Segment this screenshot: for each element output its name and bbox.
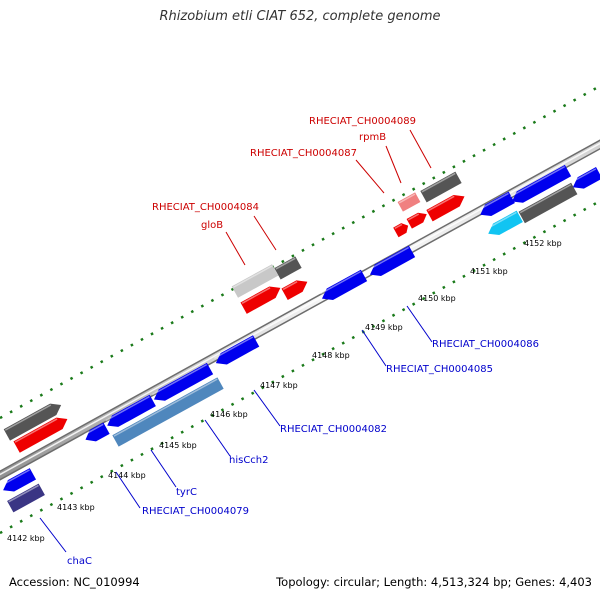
label-leader [361, 329, 387, 367]
accession-text: Accession: NC_010994 [9, 575, 140, 589]
tick-label: 4152 kbp [524, 239, 562, 248]
tick-labels: 4142 kbp 4143 kbp 4144 kbp 4145 kbp 4146… [7, 239, 562, 543]
gene-label-rpmb[interactable]: rpmB [359, 132, 386, 143]
tick-label: 4147 kbp [260, 381, 298, 390]
lower-gene-labels: chaC RHECIAT_CH0004079 tyrC hisCch2 RHEC… [39, 305, 539, 567]
upper-tick-line [0, 84, 600, 420]
tick-label: 4150 kbp [418, 294, 456, 303]
tick-label: 4142 kbp [7, 534, 45, 543]
gene-label-rheciat-ch0004087[interactable]: RHECIAT_CH0004087 [250, 148, 357, 159]
lower-tick-line [0, 199, 600, 535]
reverse-gene[interactable] [477, 191, 515, 221]
gene-label-hiscch2[interactable]: hisCch2 [229, 455, 269, 466]
reverse-gene[interactable] [319, 269, 368, 305]
reverse-gene[interactable] [570, 167, 600, 193]
gene-label-rheciat-ch0004079[interactable]: RHECIAT_CH0004079 [142, 506, 249, 517]
label-leader [253, 389, 281, 427]
reverse-gene[interactable] [104, 394, 156, 432]
label-leader [409, 129, 432, 169]
tick-label: 4143 kbp [57, 503, 95, 512]
gene-label-chac[interactable]: chaC [67, 556, 92, 567]
gene-label-rheciat-ch0004085[interactable]: RHECIAT_CH0004085 [386, 364, 493, 375]
gene-label-rheciat-ch0004084[interactable]: RHECIAT_CH0004084 [152, 202, 259, 213]
label-leader [253, 215, 277, 251]
gene-label-rheciat-ch0004082[interactable]: RHECIAT_CH0004082 [280, 424, 387, 435]
reverse-gene[interactable] [151, 362, 214, 405]
label-leader [385, 145, 402, 184]
tick-label: 4149 kbp [365, 323, 403, 332]
tick-label: 4145 kbp [159, 441, 197, 450]
reverse-gene[interactable] [213, 335, 260, 369]
gene-label-rheciat-ch0004086[interactable]: RHECIAT_CH0004086 [432, 339, 539, 350]
label-leader [39, 517, 67, 553]
pseudo-gene[interactable] [231, 264, 279, 298]
gray-gene[interactable] [3, 399, 65, 441]
gene-features [0, 164, 600, 513]
tick-label: 4146 kbp [210, 410, 248, 419]
tick-label: 4148 kbp [312, 351, 350, 360]
forward-gene[interactable] [426, 191, 467, 222]
reverse-gene[interactable] [0, 468, 37, 496]
genome-summary-text: Topology: circular; Length: 4,513,324 bp… [276, 575, 592, 589]
gene-label-tyrc[interactable]: tyrC [176, 487, 197, 498]
reverse-gene[interactable] [485, 210, 523, 240]
forward-gene[interactable] [393, 221, 411, 238]
forward-gene[interactable] [397, 192, 421, 212]
label-leader [406, 305, 433, 343]
gene-label-glob[interactable]: gloB [201, 220, 223, 231]
gene-label-rheciat-ch0004089[interactable]: RHECIAT_CH0004089 [309, 116, 416, 127]
label-leader [115, 471, 141, 509]
forward-gene[interactable] [13, 413, 70, 453]
forward-gene[interactable] [240, 282, 283, 314]
reverse-gene[interactable] [367, 245, 416, 281]
tick-label: 4144 kbp [108, 471, 146, 480]
upper-gene-labels: RHECIAT_CH0004084 gloB RHECIAT_CH0004087… [152, 116, 432, 266]
tick-label: 4151 kbp [470, 267, 508, 276]
reverse-gene[interactable] [509, 164, 572, 207]
reverse-gene[interactable] [7, 483, 45, 513]
label-leader [355, 159, 385, 194]
forward-gene[interactable] [281, 276, 310, 300]
label-leader [204, 419, 231, 457]
gray-gene[interactable] [420, 171, 462, 203]
reverse-gene[interactable] [112, 377, 224, 447]
gray-gene[interactable] [274, 256, 302, 280]
gray-gene[interactable] [518, 182, 578, 224]
label-leader [150, 449, 177, 488]
label-leader [225, 231, 246, 266]
genome-title: Rhizobium etli CIAT 652, complete genome [159, 9, 441, 24]
forward-gene[interactable] [406, 209, 430, 229]
reverse-gene[interactable] [82, 422, 110, 446]
